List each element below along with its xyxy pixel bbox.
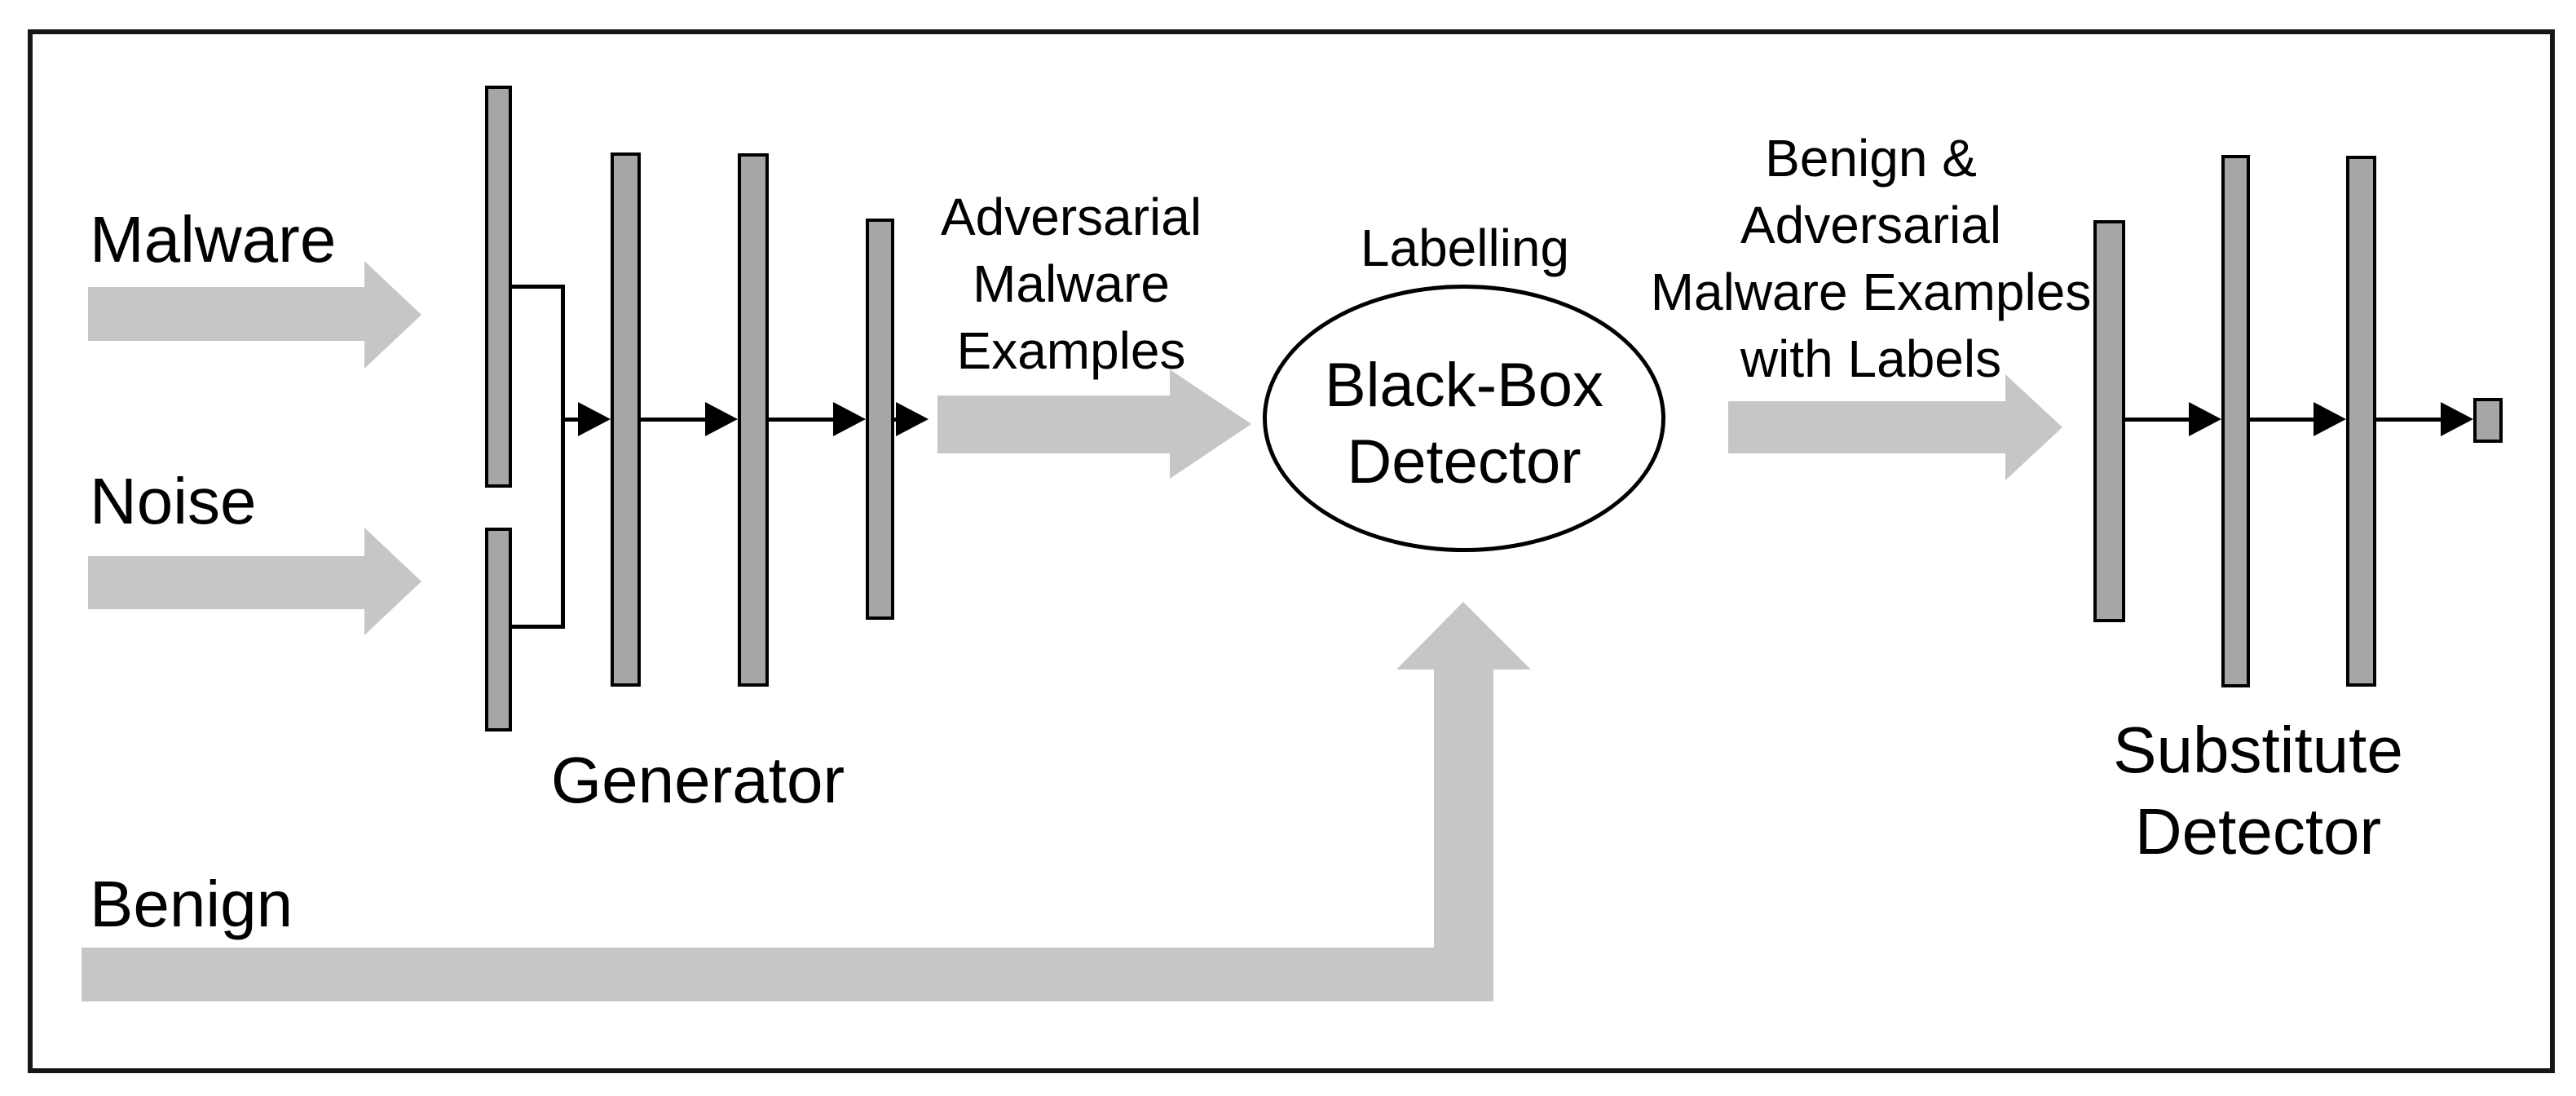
diagram-border	[28, 29, 2555, 1073]
annotation-line: Malware Examples	[1650, 263, 2092, 321]
concat-bracket-top-line	[512, 285, 564, 289]
generator-hidden-layer-bar	[611, 152, 641, 687]
substitute-output-node	[2473, 398, 2503, 443]
generator-connector-line	[641, 418, 708, 422]
generator-hidden-layer-bar	[738, 153, 769, 687]
generator-arrowhead-icon	[705, 402, 738, 436]
generator-arrowhead-icon	[833, 402, 866, 436]
black-box-detector-ellipse	[1263, 285, 1665, 552]
substitute-label-line: Substitute	[2113, 714, 2403, 786]
adversarial-flow-arrowhead-icon	[1170, 369, 1251, 479]
substitute-hidden-layer-bar	[2346, 156, 2376, 687]
benign-flow-arrow	[82, 948, 1493, 1001]
substitute-connector-line	[2125, 418, 2190, 422]
generator-malware-input-layer-bar	[485, 86, 512, 488]
annotation-line: Benign &	[1765, 129, 1977, 188]
benign-input-label: Benign	[90, 868, 293, 940]
annotation-line: Examples	[956, 321, 1186, 380]
adversarial-examples-annotation: Adversarial Malware Examples	[843, 183, 1299, 384]
generator-noise-input-layer-bar	[485, 528, 512, 731]
labeled-flow-arrow	[1728, 401, 2005, 453]
adversarial-flow-arrow	[937, 396, 1170, 453]
black-box-line: Detector	[1347, 427, 1581, 497]
generator-label: Generator	[550, 744, 845, 816]
labeled-flow-arrowhead-icon	[2005, 374, 2062, 480]
malware-flow-arrowhead-icon	[364, 261, 421, 369]
noise-input-label: Noise	[90, 465, 257, 537]
black-box-detector-label: Black-Box Detector	[1260, 347, 1668, 501]
generator-output-layer-bar	[866, 219, 894, 620]
black-box-line: Black-Box	[1324, 351, 1604, 420]
substitute-connector-line	[2250, 418, 2315, 422]
generator-connector-line	[769, 418, 836, 422]
benign-flow-arrowhead-icon	[1396, 602, 1531, 670]
substitute-label-line: Detector	[2134, 795, 2382, 868]
substitute-arrowhead-icon	[2314, 402, 2346, 436]
noise-flow-arrow	[88, 556, 364, 609]
generator-arrowhead-icon	[896, 402, 929, 436]
generator-connector-line	[562, 418, 580, 422]
concat-bracket-bottom-line	[512, 625, 564, 629]
substitute-hidden-layer-bar	[2221, 155, 2250, 687]
annotation-line: Malware	[973, 254, 1170, 313]
substitute-detector-label: Substitute Detector	[2054, 709, 2462, 873]
labelling-caption: Labelling	[1360, 219, 1570, 277]
substitute-arrowhead-icon	[2441, 402, 2473, 436]
substitute-input-layer-bar	[2093, 220, 2125, 622]
malware-input-label: Malware	[90, 203, 337, 276]
malware-flow-arrow	[88, 287, 364, 341]
annotation-line: Adversarial	[1740, 196, 2002, 254]
substitute-arrowhead-icon	[2189, 402, 2221, 436]
labeled-examples-annotation: Benign & Adversarial Malware Examples wi…	[1586, 125, 2156, 392]
substitute-connector-line	[2376, 418, 2442, 422]
benign-flow-arrow-vertical	[1434, 669, 1493, 1001]
annotation-line: Adversarial	[940, 188, 1202, 246]
noise-flow-arrowhead-icon	[364, 528, 421, 635]
generator-arrowhead-icon	[578, 402, 611, 436]
annotation-line: with Labels	[1740, 329, 2002, 388]
concat-bracket-vertical-line	[561, 285, 565, 629]
